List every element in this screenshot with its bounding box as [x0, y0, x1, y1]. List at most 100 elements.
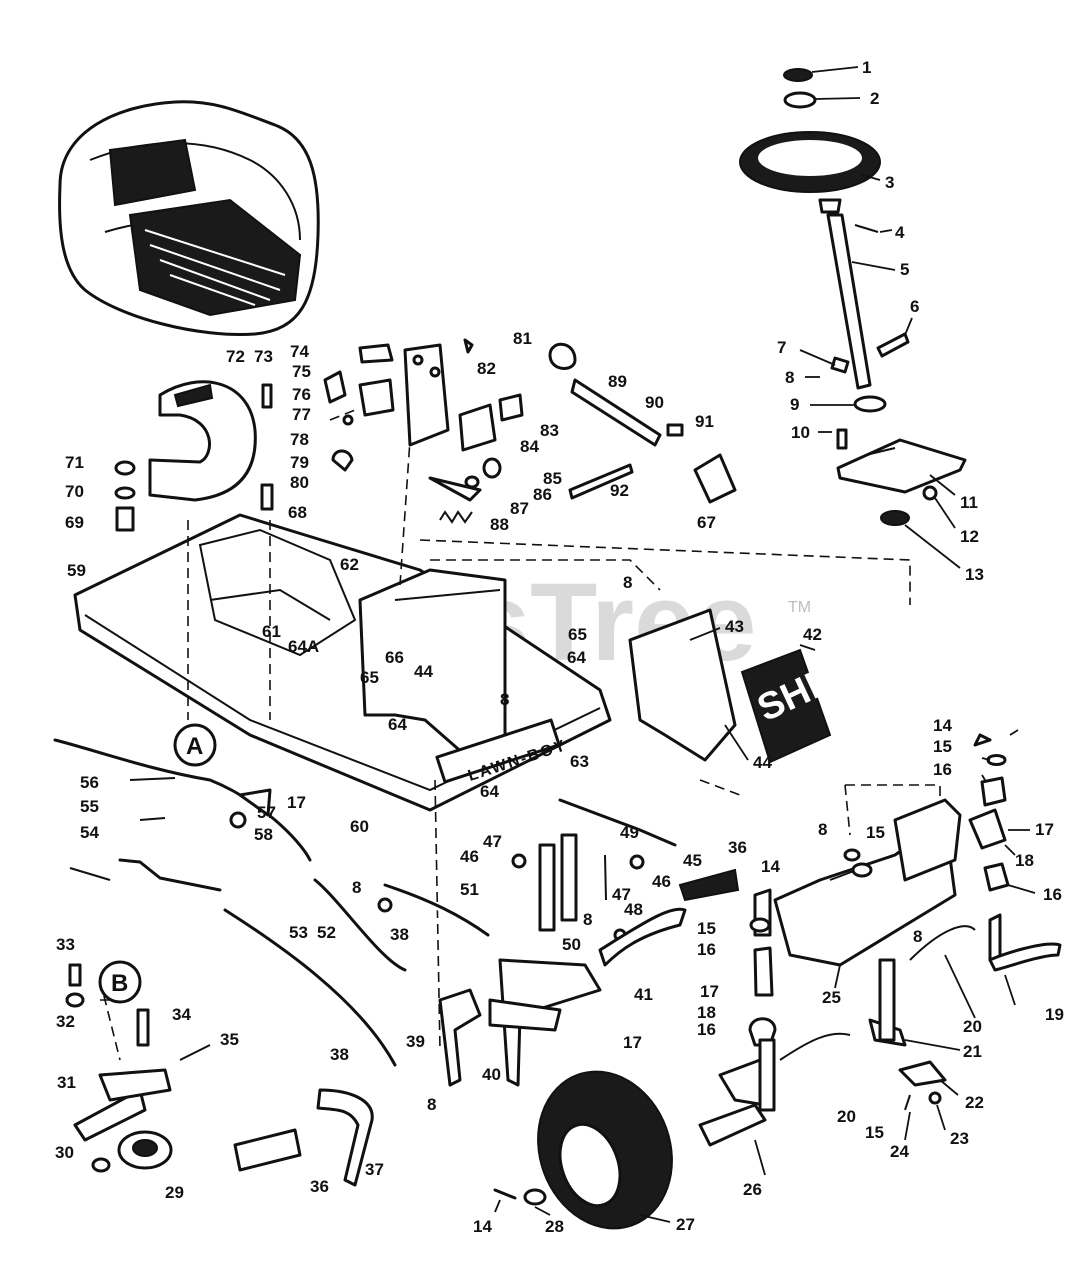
callout-11: 11	[960, 493, 978, 512]
callout-41: 41	[634, 985, 653, 1004]
callout-26: 26	[743, 1180, 762, 1199]
callout-13: 13	[965, 565, 984, 584]
callout-44-left: 44	[414, 662, 433, 681]
callout-17-axle: 17	[1035, 820, 1054, 839]
callout-90: 90	[645, 393, 664, 412]
view-marker-a-label: A	[186, 733, 203, 760]
callout-65-left: 65	[360, 668, 379, 687]
callout-12: 12	[960, 527, 979, 546]
callout-68: 68	[288, 503, 307, 522]
callout-31: 31	[57, 1073, 76, 1092]
callout-8-rod: 8	[352, 878, 361, 897]
callout-58: 58	[254, 825, 273, 844]
callout-7: 7	[777, 338, 786, 357]
pedals	[233, 868, 740, 1187]
callout-64a: 64A	[288, 637, 319, 656]
callout-69: 69	[65, 513, 84, 532]
callout-36-pedal: 36	[310, 1177, 329, 1196]
callout-25: 25	[822, 988, 841, 1007]
hood-panel	[628, 608, 737, 762]
callout-82: 82	[477, 359, 496, 378]
callout-84: 84	[520, 437, 539, 456]
callout-46-left: 46	[460, 847, 479, 866]
callout-48: 48	[624, 900, 643, 919]
callout-63: 63	[570, 752, 589, 771]
callout-66: 66	[385, 648, 404, 667]
callout-59: 59	[67, 561, 86, 580]
callout-70: 70	[65, 482, 84, 501]
callout-19: 19	[1045, 1005, 1064, 1024]
callout-53: 53	[289, 923, 308, 942]
callout-39: 39	[406, 1032, 425, 1051]
callout-17-pedal: 17	[623, 1033, 642, 1052]
callout-3: 3	[885, 173, 894, 192]
callout-75: 75	[292, 362, 311, 381]
callout-17-frame: 17	[287, 793, 306, 812]
callout-47-right: 47	[612, 885, 631, 904]
front-axle	[698, 733, 1062, 1147]
callout-76: 76	[292, 385, 311, 404]
callout-8-lower-right: 8	[913, 927, 922, 946]
watermark-trademark: TM	[788, 599, 811, 616]
callout-55: 55	[80, 797, 99, 816]
callout-15-axle: 15	[933, 737, 952, 756]
callout-20-lower: 20	[837, 1107, 856, 1126]
callout-23: 23	[950, 1129, 969, 1148]
callout-10: 10	[791, 423, 810, 442]
callout-87: 87	[510, 499, 529, 518]
callout-73: 73	[254, 347, 273, 366]
callout-36-top: 36	[728, 838, 747, 857]
callout-6: 6	[910, 297, 919, 316]
callout-92: 92	[610, 481, 629, 500]
view-marker-a: A	[173, 723, 217, 767]
callout-54: 54	[80, 823, 99, 842]
callout-88: 88	[490, 515, 509, 534]
callout-16-right: 16	[1043, 885, 1062, 904]
callout-8-axle: 8	[818, 820, 827, 839]
callout-64-mid: 64	[388, 715, 407, 734]
callout-80: 80	[290, 473, 309, 492]
callout-40: 40	[482, 1065, 501, 1084]
callout-32: 32	[56, 1012, 75, 1031]
seat	[58, 100, 320, 336]
callout-14-wheel: 14	[473, 1217, 492, 1236]
callout-34: 34	[172, 1005, 191, 1024]
steering-wheel	[739, 68, 967, 526]
pulley-assembly	[65, 963, 211, 1173]
shp-decal: SHP	[740, 648, 840, 764]
callout-22: 22	[965, 1093, 984, 1112]
callout-51: 51	[460, 880, 479, 899]
callout-65-right: 65	[568, 625, 587, 644]
callout-5: 5	[900, 260, 909, 279]
callout-62: 62	[340, 555, 359, 574]
callout-16-axle: 16	[933, 760, 952, 779]
callout-67: 67	[697, 513, 716, 532]
callout-30: 30	[55, 1143, 74, 1162]
callout-17-center: 17	[700, 982, 719, 1001]
callout-14-axle: 14	[933, 716, 952, 735]
callout-61: 61	[262, 622, 281, 641]
callout-64-lower: 64	[480, 782, 499, 801]
callout-50: 50	[562, 935, 581, 954]
callout-77: 77	[292, 405, 311, 424]
callout-8-hood: 8	[623, 573, 632, 592]
callout-20-right: 20	[963, 1017, 982, 1036]
control-panel	[323, 338, 737, 524]
callout-71: 71	[65, 453, 84, 472]
callout-21: 21	[963, 1042, 982, 1061]
callout-28: 28	[545, 1217, 564, 1236]
callout-35: 35	[220, 1030, 239, 1049]
callout-33: 33	[56, 935, 75, 954]
callout-45: 45	[683, 851, 702, 870]
callout-8-spring: 8	[583, 910, 592, 929]
callout-44-right: 44	[753, 753, 772, 772]
callout-16-lower: 16	[697, 1020, 716, 1039]
seat-hardware	[114, 383, 274, 532]
callout-85: 85	[543, 469, 562, 488]
callout-24: 24	[890, 1142, 909, 1161]
callout-15-center: 15	[697, 919, 716, 938]
callout-15-lower: 15	[865, 1123, 884, 1142]
callout-15-axle-top: 15	[866, 823, 885, 842]
callout-86: 86	[533, 485, 552, 504]
callout-46-right: 46	[652, 872, 671, 891]
